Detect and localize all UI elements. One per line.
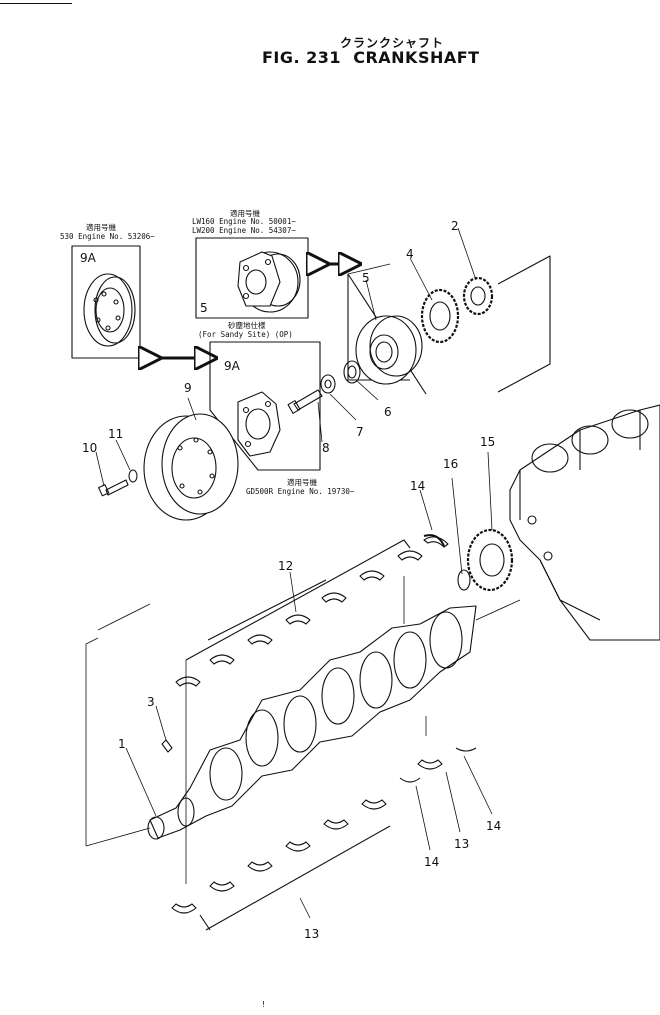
caption-lw-jp: 適用号機 <box>230 209 260 218</box>
callout-3: 3 <box>147 695 155 709</box>
thrust-washer-14 <box>423 534 445 547</box>
callout-5: 5 <box>362 271 370 285</box>
caption-lw160-serial: 50001~ <box>268 217 296 226</box>
figure-title: FIG. 231 CRANKSHAFT <box>262 48 480 67</box>
washer-7 <box>320 374 336 394</box>
callout-6: 6 <box>384 405 392 419</box>
callout-2: 2 <box>451 219 459 233</box>
figure-name: CRANKSHAFT <box>353 48 480 67</box>
callout-14-mid: 14 <box>424 855 439 869</box>
top-rule <box>0 3 72 4</box>
caption-sandy-en: (For Sandy Site) (OP) <box>198 330 293 339</box>
caption-sandy-jp: 砂塵地仕様 <box>228 321 266 330</box>
caption-lw160: LW160 Engine No. 50001~ <box>192 217 296 226</box>
callout-5-lw: 5 <box>200 301 208 315</box>
caption-lw200-serial: 54307~ <box>268 226 296 235</box>
callout-14-upper: 14 <box>410 479 425 493</box>
callout-9: 9 <box>184 381 192 395</box>
callout-10: 10 <box>82 441 97 455</box>
callout-13-lower: 13 <box>304 927 319 941</box>
crankshaft-1 <box>147 605 477 840</box>
bracket-gears <box>497 255 551 393</box>
caption-530-model: 530 <box>60 232 74 241</box>
caption-lw200: LW200 Engine No. 54307~ <box>192 226 296 235</box>
callout-8: 8 <box>322 441 330 455</box>
box-lw-pulley <box>195 237 309 319</box>
ring-16 <box>457 569 471 591</box>
bearing-shells-upper <box>175 536 449 687</box>
gear-4 <box>420 288 460 344</box>
gear-2 <box>462 276 494 316</box>
caption-gd-serial: 19730~ <box>327 487 355 496</box>
caption-lw200-no: No. <box>250 226 265 235</box>
callout-15: 15 <box>480 435 495 449</box>
caption-530-jp: 適用号機 <box>86 223 116 232</box>
box-530-pulley <box>71 245 141 359</box>
callout-1: 1 <box>118 737 126 751</box>
caption-530-engine-label: Engine <box>78 232 106 241</box>
callout-7: 7 <box>356 425 364 439</box>
figure-number: FIG. 231 <box>262 48 342 67</box>
pulley-5 <box>347 273 427 395</box>
bolt-8 <box>287 389 323 414</box>
title-japanese: クランクシャフト <box>340 36 445 50</box>
caption-gd-model: GD500R <box>246 487 274 496</box>
caption-lw200-model: LW200 <box>192 226 215 235</box>
caption-lw160-no: No. <box>250 217 265 226</box>
caption-lw200-engine: Engine <box>219 226 247 235</box>
callout-9a-sandy: 9A <box>224 359 241 373</box>
caption-gd-engine: Engine <box>277 487 305 496</box>
engine-block <box>509 404 660 641</box>
caption-gd-jp: 適用号機 <box>287 478 317 487</box>
leader-lines <box>85 227 521 919</box>
callout-14-right: 14 <box>486 819 501 833</box>
bolt-10 <box>98 479 129 497</box>
caption-gd500r: GD500R Engine No. 19730~ <box>246 487 354 496</box>
crank-gear-15 <box>466 528 514 592</box>
caption-530-engine: 530 Engine No. 53206~ <box>60 232 155 241</box>
callout-16: 16 <box>443 457 458 471</box>
callout-labels: 1 2 3 4 5 5 6 7 8 9 9A 9A 10 11 12 13 13… <box>80 219 501 941</box>
callout-12: 12 <box>278 559 293 573</box>
caption-gd-no: No. <box>309 487 323 496</box>
caption-530-serial: 53206~ <box>127 232 155 241</box>
pulley-9 <box>143 413 239 521</box>
caption-lw160-model: LW160 <box>192 217 215 226</box>
caption-530-no: No. <box>109 232 124 241</box>
callout-11: 11 <box>108 427 123 441</box>
box-sandy-hub <box>209 341 321 471</box>
callout-13-right: 13 <box>454 837 469 851</box>
caption-lw160-engine: Engine <box>219 217 247 226</box>
washer-11 <box>128 469 138 483</box>
bottom-mark: ! <box>262 1000 266 1009</box>
callout-4: 4 <box>406 247 414 261</box>
bearing-shells-lower <box>171 747 477 931</box>
callout-9a-530: 9A <box>80 251 97 265</box>
